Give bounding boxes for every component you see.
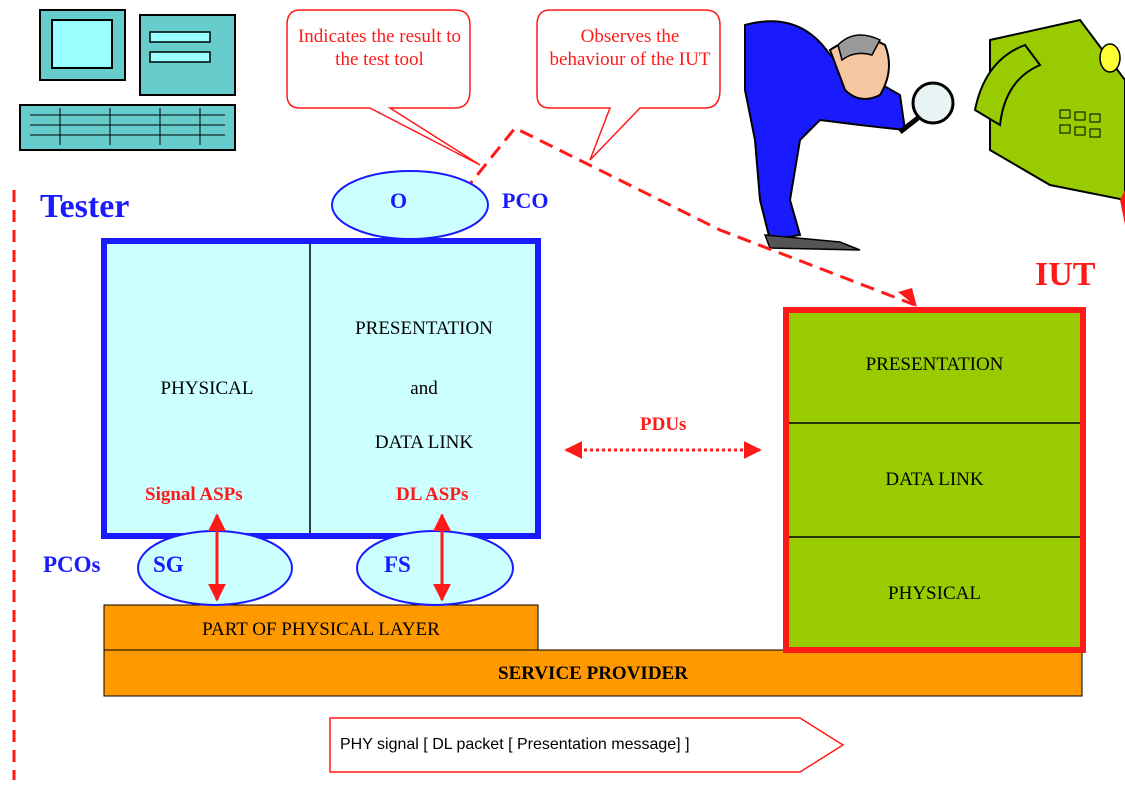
person-with-magnifier-icon: [744, 20, 955, 251]
tester-datalink-label: DATA LINK: [374, 432, 474, 453]
computer-icon: [19, 9, 236, 151]
part-physical-label: PART OF PHYSICAL LAYER: [202, 619, 440, 640]
callout-right-text: Observes the behaviour of the IUT: [549, 26, 711, 70]
fs-ellipse: [356, 530, 514, 606]
telephone-icon: [973, 18, 1125, 225]
tester-box: [101, 238, 541, 539]
pco-label: PCO: [502, 188, 549, 213]
tester-title: Tester: [40, 188, 130, 225]
iut-datalink-label: DATA LINK: [885, 469, 984, 490]
service-provider-bar: [103, 649, 1083, 697]
signal-asps-label: Signal ASPs: [145, 484, 243, 505]
iut-title: IUT: [1035, 256, 1096, 293]
callout-bubble-right: [536, 9, 721, 161]
signal-nesting-arrow: [329, 717, 845, 773]
pcos-label: PCOs: [43, 552, 101, 577]
signal-nesting-label: PHY signal [ DL packet [ Presentation me…: [340, 736, 690, 753]
tester-physical-label: PHYSICAL: [160, 378, 254, 399]
iut-box: [783, 307, 1086, 653]
fs-label: FS: [384, 552, 411, 577]
observer-ellipse: [331, 170, 489, 240]
iut-presentation-label: PRESENTATION: [865, 354, 1004, 375]
dl-asps-label: DL ASPs: [396, 484, 469, 505]
sg-label: SG: [153, 552, 184, 577]
tester-and-label: and: [410, 378, 438, 399]
iut-physical-label: PHYSICAL: [888, 583, 981, 604]
observer-label: O: [390, 188, 408, 213]
tester-presentation-label: PRESENTATION: [355, 318, 493, 339]
observation-arrowhead-iut: [898, 288, 917, 307]
pdus-label: PDUs: [640, 414, 687, 435]
part-physical-bar: [103, 604, 539, 651]
callout-bubble-left: [286, 9, 481, 166]
callout-left-text: Indicates the result to the test tool: [297, 26, 462, 70]
service-provider-label: SERVICE PROVIDER: [498, 663, 688, 684]
